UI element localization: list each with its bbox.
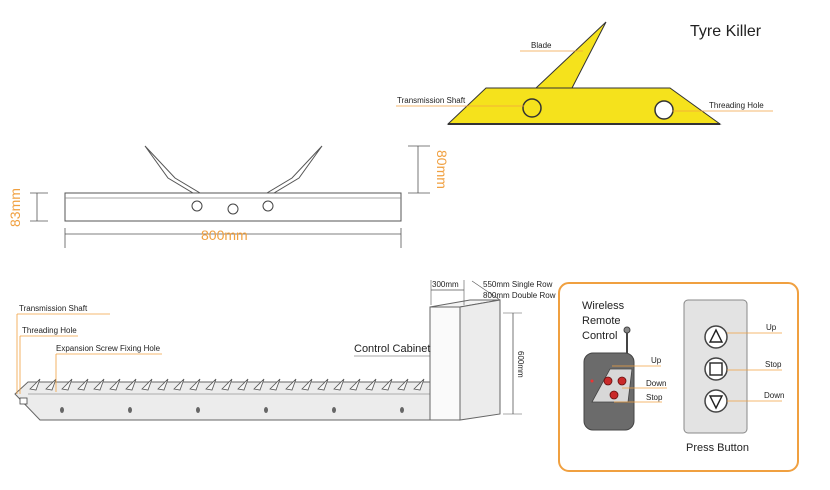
length-dim-label: 800mm — [201, 227, 248, 243]
spike — [269, 378, 281, 391]
triangle-up-icon — [708, 328, 724, 343]
control-cabinet-label: Control Cabinet — [354, 343, 430, 355]
spike — [109, 378, 121, 391]
remote-title-line3: Control — [582, 330, 617, 342]
remote-stop-label: Stop — [646, 393, 663, 402]
cabinet-depth-leader — [471, 280, 501, 301]
side-hole-1 — [191, 200, 203, 212]
threading-hole-label: Threading Hole — [709, 101, 764, 110]
remote-antenna-tip — [623, 326, 631, 334]
remote-up-button[interactable] — [603, 376, 613, 386]
spike — [317, 378, 329, 391]
height-dim-label: 83mm — [7, 188, 23, 227]
spike — [205, 378, 217, 391]
spike — [29, 378, 41, 391]
spike — [285, 378, 297, 391]
blade-shape — [534, 21, 607, 89]
spike — [253, 378, 265, 391]
spike — [141, 378, 153, 391]
remote-title-line2: Remote — [582, 315, 621, 327]
remote-title-line1: Wireless — [582, 300, 625, 312]
transmission-shaft-label-2: Transmission Shaft — [19, 304, 88, 313]
side-blade-left — [144, 145, 202, 194]
side-hole-3 — [262, 200, 274, 212]
triangle-down-icon — [708, 395, 724, 410]
panel-up-label: Up — [766, 323, 777, 332]
spike — [61, 378, 73, 391]
blade-label: Blade — [531, 41, 552, 50]
spike — [189, 378, 201, 391]
side-blade-right — [265, 145, 323, 194]
spike — [173, 378, 185, 391]
spike — [301, 378, 313, 391]
spike — [221, 378, 233, 391]
row-single-label: 550mm Single Row — [483, 280, 553, 289]
remote-down-button[interactable] — [617, 376, 627, 386]
threading-hole — [654, 100, 674, 120]
cabinet-front — [459, 299, 501, 421]
spike — [365, 378, 377, 391]
fixing-hole — [332, 407, 336, 413]
spike — [237, 378, 249, 391]
fixing-hole — [60, 407, 64, 413]
row-double-label: 800mm Double Row — [483, 291, 556, 300]
expansion-screw-label: Expansion Screw Fixing Hole — [56, 344, 161, 353]
strip-end-shaft — [19, 397, 28, 405]
fixing-hole — [264, 407, 268, 413]
press-button-caption: Press Button — [686, 442, 749, 454]
transmission-shaft-label: Transmission Shaft — [397, 96, 466, 105]
cabinet-side — [429, 306, 461, 421]
remote-panel: Wireless Remote Control Up Down Stop Up … — [558, 282, 799, 472]
panel-down-label: Down — [764, 391, 784, 400]
side-hole-2 — [227, 203, 239, 215]
panel-stop-label: Stop — [765, 360, 782, 369]
square-stop-icon — [709, 362, 723, 376]
remote-up-label: Up — [651, 356, 662, 365]
blade-view: Blade Transmission Shaft Threading Hole — [396, 21, 773, 125]
fixing-hole — [128, 407, 132, 413]
spike — [125, 378, 137, 391]
spike — [381, 378, 393, 391]
panel-stop-button[interactable] — [704, 357, 728, 381]
spike — [93, 378, 105, 391]
threading-hole-label-2: Threading Hole — [22, 326, 77, 335]
spike — [157, 378, 169, 391]
cabinet-height-label: 600mm — [516, 351, 525, 378]
spike — [349, 378, 361, 391]
spike — [413, 378, 425, 391]
fixing-hole — [400, 407, 404, 413]
spike — [397, 378, 409, 391]
depth-dim-label: 80mm — [434, 150, 450, 189]
remote-down-label: Down — [646, 379, 666, 388]
side-view: 800mm 83mm 80mm — [7, 145, 450, 248]
spike — [45, 378, 57, 391]
spike — [77, 378, 89, 391]
fixing-hole — [196, 407, 200, 413]
page-title: Tyre Killer — [690, 23, 762, 40]
spike — [333, 378, 345, 391]
cabinet-width-label: 300mm — [432, 280, 459, 289]
remote-stop-button[interactable] — [609, 390, 619, 400]
remote-led — [590, 379, 594, 383]
remote-device — [583, 326, 635, 431]
installation-view: 300mm 550mm Single Row 800mm Double Row … — [14, 280, 556, 421]
transmission-shaft-hole — [522, 98, 542, 118]
